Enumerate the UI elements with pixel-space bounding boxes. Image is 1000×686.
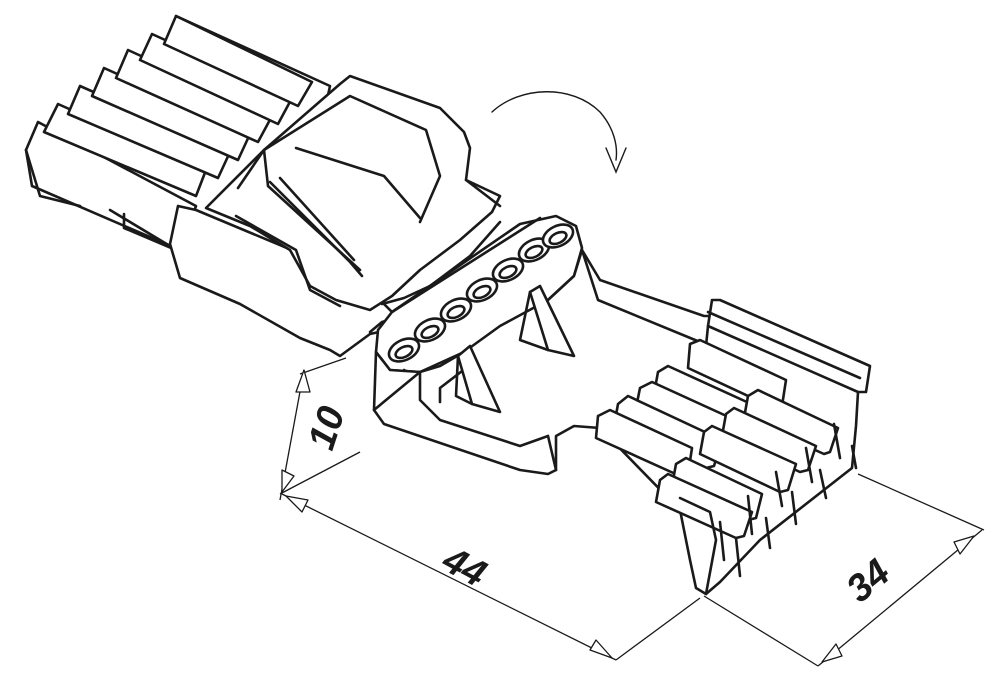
left-comb-ribs	[24, 14, 332, 252]
curved-arrow-icon	[491, 91, 627, 174]
dimension-lines	[279, 357, 985, 667]
dim-height-label: 10	[301, 402, 354, 455]
open-lid-half	[24, 14, 502, 358]
hinge-holes	[387, 223, 575, 363]
right-comb-ribs	[594, 298, 872, 596]
dim-length-label: 44	[435, 538, 493, 595]
triangular-stops	[454, 284, 576, 414]
base-half	[372, 214, 872, 596]
dim-width-label: 34	[839, 552, 898, 611]
lid-body	[168, 74, 502, 358]
